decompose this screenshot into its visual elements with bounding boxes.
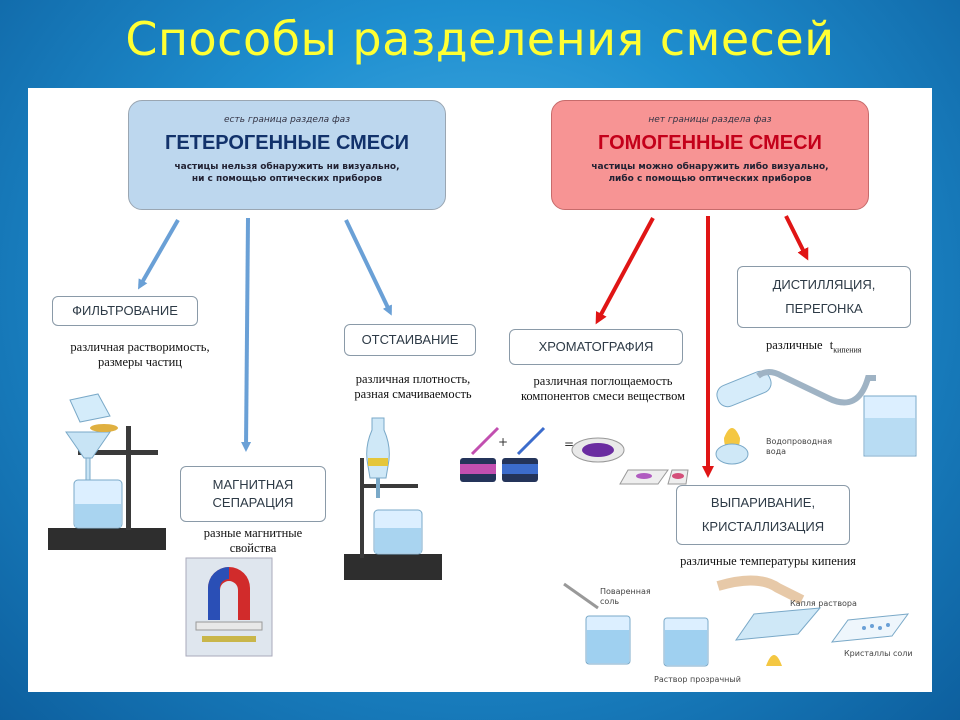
evaporation-label-2: КРИСТАЛЛИЗАЦИЯ [701, 519, 825, 534]
filtration-caption: различная растворимость, размеры частиц [42, 340, 238, 370]
chromatography-caption: различная поглощаемость компонентов смес… [498, 374, 708, 404]
method-chromatography: ХРОМАТОГРАФИЯ [509, 329, 683, 365]
homo-description: частицы можно обнаружить либо визуально,… [552, 161, 868, 185]
separatory-funnel-icon [366, 417, 390, 479]
chromatography-caption-line1: различная поглощаемость [533, 374, 673, 388]
crystals-plate-icon [830, 613, 910, 643]
method-evaporation: ВЫПАРИВАНИЕ, КРИСТАЛЛИЗАЦИЯ [676, 485, 850, 545]
hand-icon [716, 575, 805, 605]
distillation-caption: различные tкипения [766, 338, 926, 358]
tap-water-label-1: Водопроводная [766, 437, 832, 446]
arrow-hetero-magnetic [241, 217, 252, 452]
distillation-illustration: Водопроводная вода [715, 369, 917, 465]
tap-water-label-2: вода [766, 447, 786, 456]
arrow-hetero-settling [344, 219, 392, 316]
settling-caption-line1: различная плотность, [355, 372, 471, 386]
distillation-label-2: ПЕРЕГОНКА [785, 301, 863, 316]
settling-caption-line2: разная смачиваемость [354, 387, 472, 401]
homo-note: нет границы раздела фаз [648, 115, 772, 125]
pipette-icon-2 [516, 426, 546, 456]
stand-rod [126, 426, 131, 530]
homo-desc-line1: частицы можно обнаружить либо визуально, [591, 162, 829, 172]
spoon-icon [563, 582, 599, 610]
arrows-layer [138, 215, 809, 478]
filtration-caption-line2: размеры частиц [97, 355, 182, 369]
settling-stand-base [344, 554, 442, 580]
hetero-heading: ГЕТЕРОГЕННЫЕ СМЕСИ [165, 132, 409, 154]
distillation-caption-sub: кипения [833, 345, 862, 355]
filtration-illustration [48, 393, 166, 550]
arrow-homo-chromatography [595, 217, 655, 325]
salt-crystals-label: Кристаллы соли [844, 649, 913, 658]
method-magnetic-separation: МАГНИТНАЯ СЕПАРАЦИЯ [180, 466, 326, 522]
hetero-desc-line1: частицы нельзя обнаружить ни визуально, [174, 162, 400, 172]
funnel-icon [65, 431, 111, 459]
heterogeneous-mixtures-box: есть граница раздела фаз ГЕТЕРОГЕННЫЕ СМ… [128, 100, 446, 210]
pipette-icon [470, 426, 500, 456]
stand-base [48, 528, 166, 550]
table-salt-label-2: соль [600, 597, 619, 606]
chromatography-illustration: + = [460, 426, 689, 485]
evaporation-flame-icon [766, 655, 782, 666]
clear-solution-label: Раствор прозрачный [654, 675, 741, 684]
evaporation-caption: различные температуры кипения [680, 554, 856, 568]
diagram-panel: есть граница раздела фаз ГЕТЕРОГЕННЫЕ СМ… [28, 88, 932, 692]
arrow-hetero-filtration [138, 219, 180, 290]
pouring-beaker-icon [69, 393, 111, 423]
distillation-label-1: ДИСТИЛЛЯЦИЯ, [772, 277, 876, 292]
hetero-note: есть граница раздела фаз [224, 115, 350, 125]
plus-sign: + [498, 435, 508, 449]
magnetic-caption: разные магнитные свойства [183, 526, 323, 556]
homo-heading: ГОМОГЕННЫЕ СМЕСИ [598, 132, 822, 154]
evaporation-illustration: Поваренная соль Капля раствора Раствор п… [563, 575, 913, 684]
settling-label: ОТСТАИВАНИЕ [361, 332, 459, 347]
method-settling: ОТСТАИВАНИЕ [344, 324, 476, 356]
magnetic-label-1: МАГНИТНАЯ [212, 477, 294, 492]
filtration-caption-line1: различная растворимость, [70, 340, 210, 354]
glass-plate-icon [734, 607, 822, 641]
page-title: Способы разделения смесей [125, 12, 835, 66]
chromatography-label: ХРОМАТОГРАФИЯ [538, 339, 654, 354]
evaporation-label-1: ВЫПАРИВАНИЕ, [710, 495, 816, 510]
distillation-caption-t: t [829, 338, 834, 352]
hetero-desc-line2: ни с помощью оптических приборов [191, 174, 383, 184]
equals-sign: = [564, 437, 574, 451]
homo-desc-line2: либо с помощью оптических приборов [608, 174, 812, 184]
distillation-caption-text: различные [766, 338, 823, 352]
glass-tube-icon [756, 369, 876, 406]
settling-caption: различная плотность, разная смачиваемост… [338, 372, 488, 402]
method-filtration: ФИЛЬТРОВАНИЕ [52, 296, 198, 326]
stand-clamp [78, 450, 158, 455]
magnetic-label-2: СЕПАРАЦИЯ [212, 495, 294, 510]
magnetic-caption-line1: разные магнитные [203, 526, 303, 540]
settling-illustration [344, 417, 442, 580]
homogeneous-mixtures-box: нет границы раздела фаз ГОМОГЕННЫЕ СМЕСИ… [551, 100, 869, 210]
table-salt-label-1: Поваренная [600, 587, 651, 596]
test-tube-icon [716, 370, 772, 408]
drop-label: Капля раствора [790, 599, 857, 608]
filtration-label: ФИЛЬТРОВАНИЕ [72, 303, 178, 318]
hetero-description: частицы нельзя обнаружить ни визуально, … [129, 161, 445, 185]
magnet-illustration [185, 557, 273, 657]
magnetic-caption-line2: свойства [229, 541, 277, 555]
arrow-homo-distillation [784, 215, 809, 261]
method-distillation: ДИСТИЛЛЯЦИЯ, ПЕРЕГОНКА [737, 266, 911, 328]
chromatography-caption-line2: компонентов смеси веществом [520, 389, 686, 403]
